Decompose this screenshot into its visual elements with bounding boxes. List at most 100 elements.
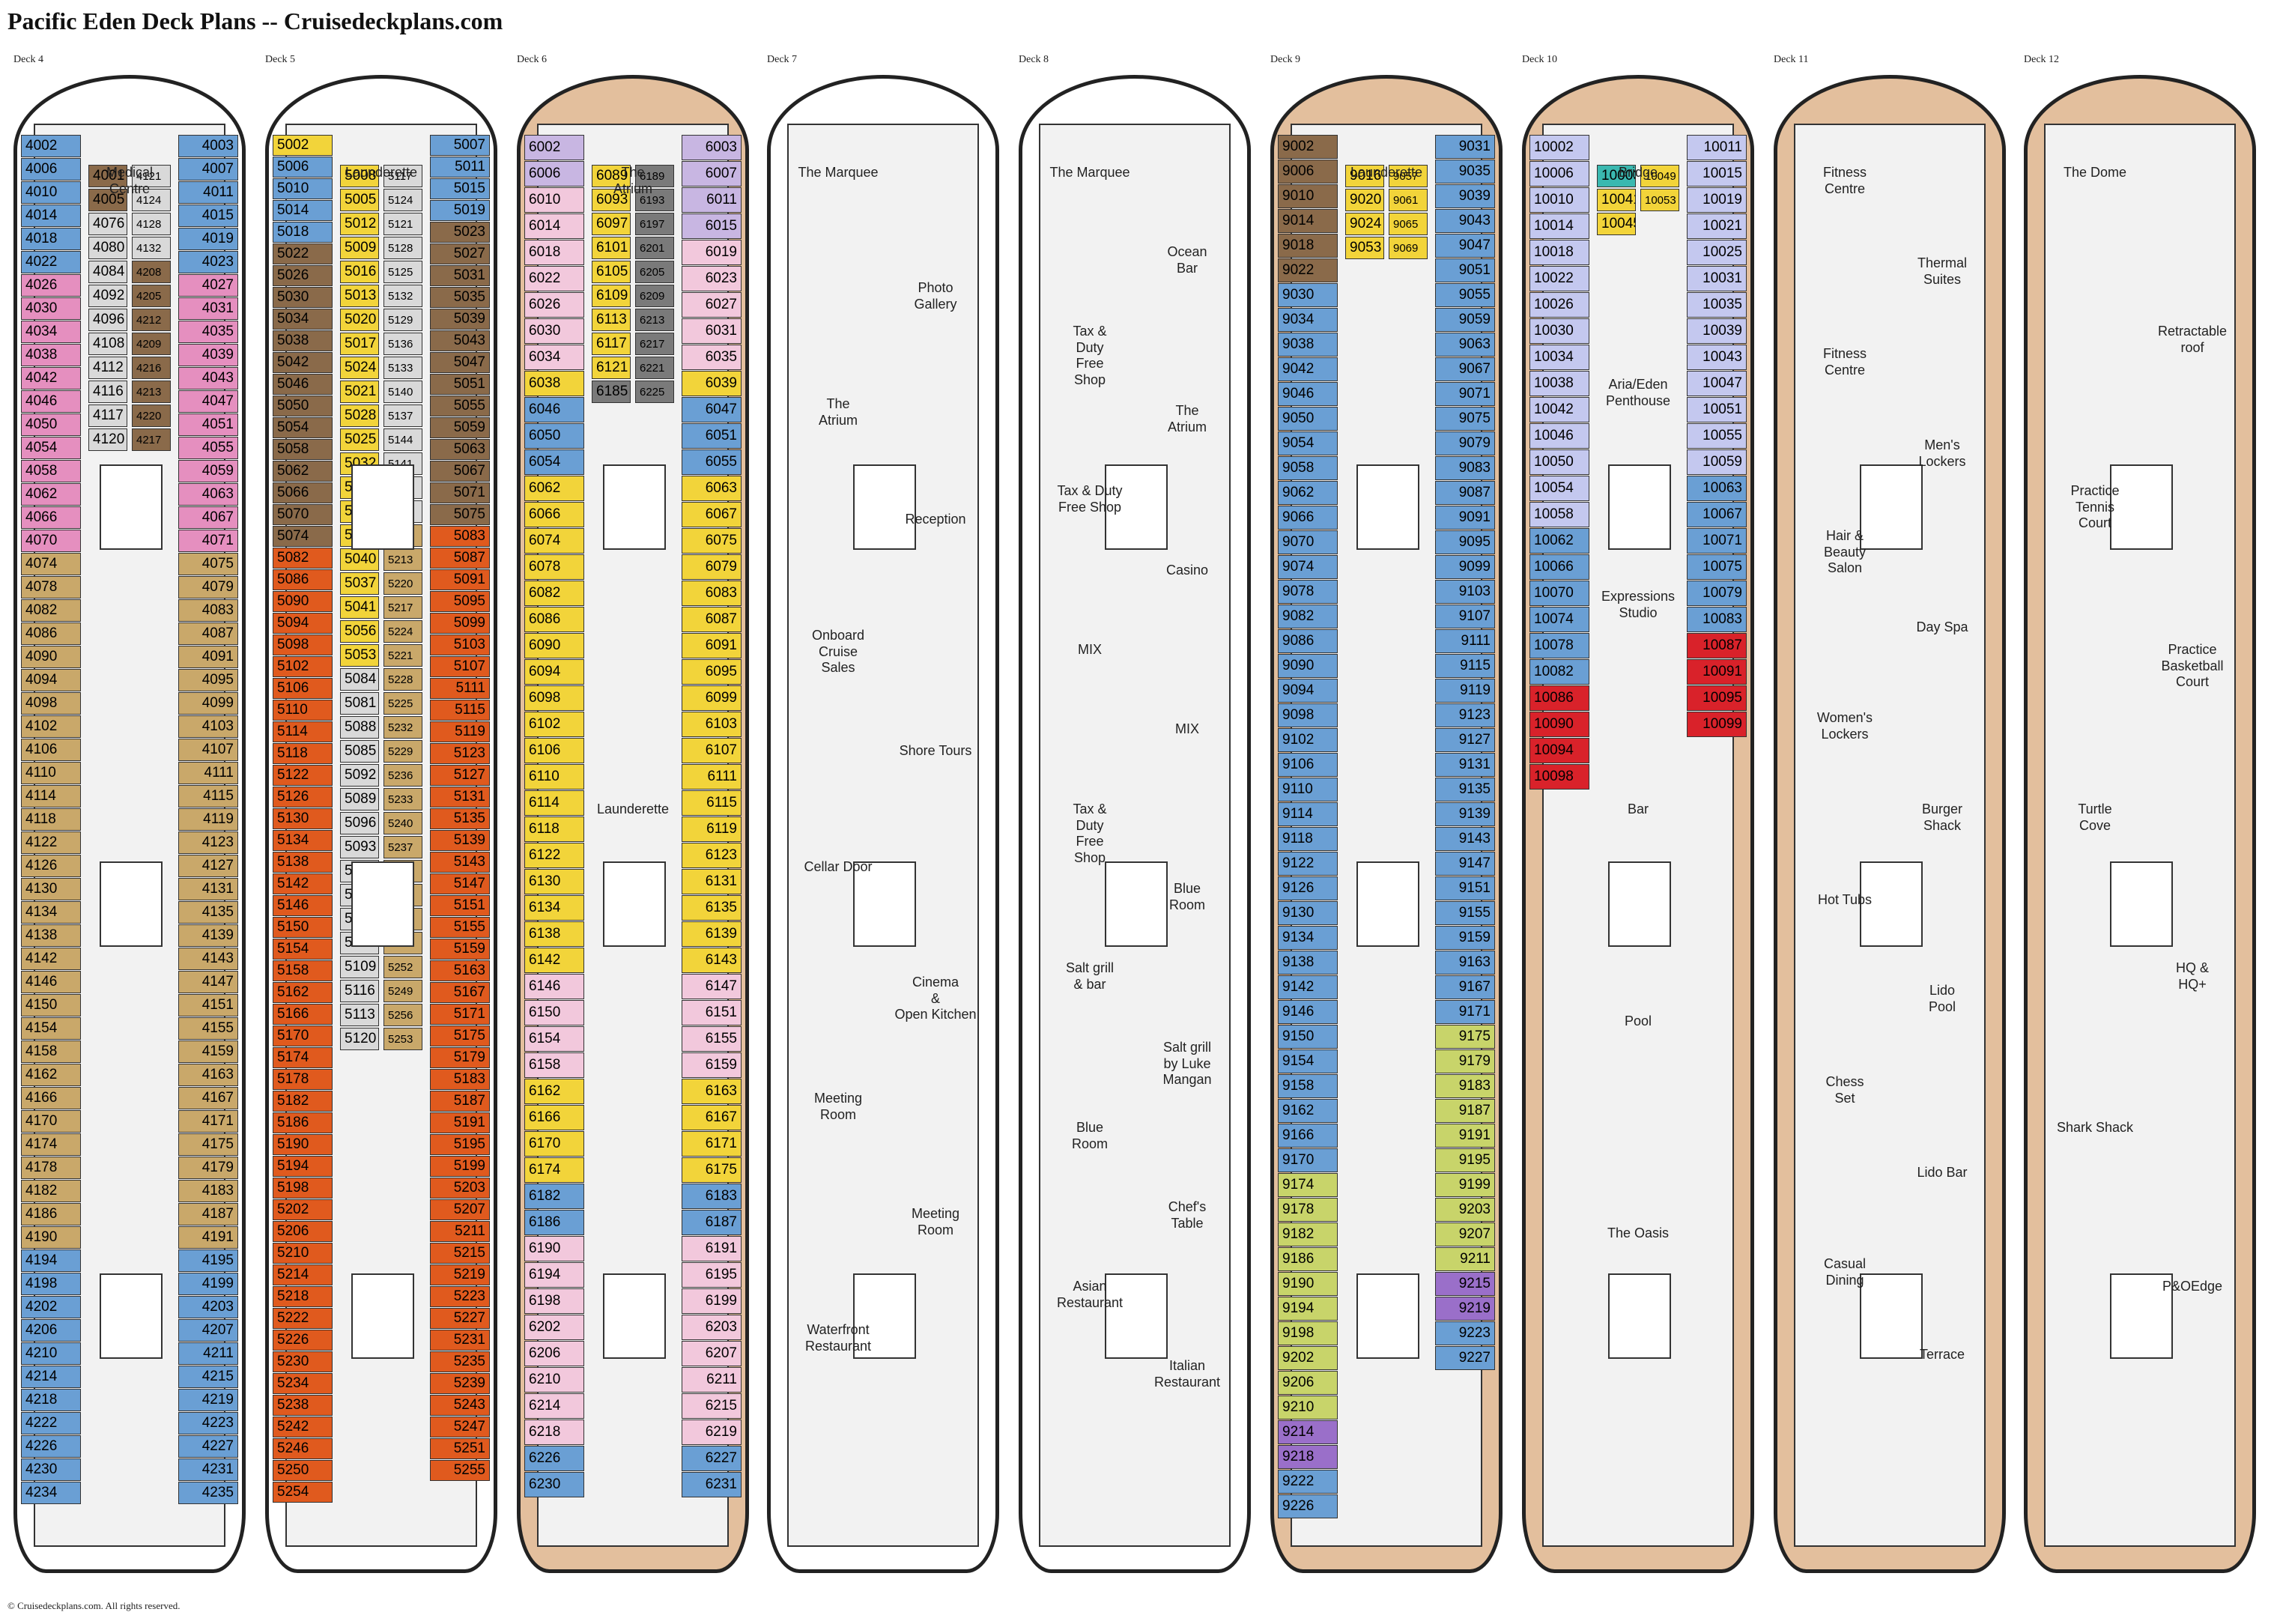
cabin[interactable]: 5034 bbox=[273, 309, 333, 330]
cabin[interactable]: 5046 bbox=[273, 374, 333, 395]
cabin[interactable]: 4159 bbox=[178, 1040, 238, 1063]
cabin[interactable]: 10094 bbox=[1529, 738, 1589, 763]
cabin[interactable]: 9082 bbox=[1278, 605, 1338, 628]
cabin[interactable]: 9179 bbox=[1435, 1049, 1495, 1073]
cabin[interactable]: 4179 bbox=[178, 1157, 238, 1179]
cabin[interactable]: 9046 bbox=[1278, 382, 1338, 406]
cabin[interactable]: 5121 bbox=[383, 213, 422, 235]
cabin[interactable]: 4055 bbox=[178, 437, 238, 459]
cabin[interactable]: 5062 bbox=[273, 461, 333, 482]
cabin[interactable]: 5240 bbox=[383, 812, 422, 834]
cabin[interactable]: 6102 bbox=[524, 712, 584, 737]
cabin[interactable]: 4195 bbox=[178, 1249, 238, 1272]
cabin[interactable]: 9126 bbox=[1278, 876, 1338, 900]
cabin[interactable]: 9062 bbox=[1278, 481, 1338, 505]
cabin[interactable]: 10054 bbox=[1529, 476, 1589, 501]
cabin[interactable]: 6158 bbox=[524, 1052, 584, 1078]
cabin[interactable]: 4086 bbox=[21, 622, 81, 645]
cabin[interactable]: 6197 bbox=[635, 213, 674, 235]
cabin[interactable]: 5256 bbox=[383, 1004, 422, 1026]
cabin[interactable]: 9043 bbox=[1435, 209, 1495, 233]
cabin[interactable]: 6166 bbox=[524, 1105, 584, 1130]
cabin[interactable]: 6195 bbox=[682, 1262, 742, 1288]
cabin[interactable]: 5252 bbox=[383, 956, 422, 978]
cabin[interactable]: 9142 bbox=[1278, 975, 1338, 999]
cabin[interactable]: 4162 bbox=[21, 1064, 81, 1086]
cabin[interactable]: 10098 bbox=[1529, 764, 1589, 790]
cabin[interactable]: 9098 bbox=[1278, 703, 1338, 727]
cabin[interactable]: 9103 bbox=[1435, 580, 1495, 604]
cabin[interactable]: 5243 bbox=[430, 1395, 490, 1416]
cabin[interactable]: 6187 bbox=[682, 1210, 742, 1235]
cabin[interactable]: 10003 bbox=[1597, 165, 1636, 187]
cabin[interactable]: 6038 bbox=[524, 371, 584, 396]
cabin[interactable]: 5134 bbox=[273, 830, 333, 851]
cabin[interactable]: 5222 bbox=[273, 1308, 333, 1329]
cabin[interactable]: 5229 bbox=[383, 740, 422, 763]
cabin[interactable]: 6167 bbox=[682, 1105, 742, 1130]
cabin[interactable]: 6047 bbox=[682, 397, 742, 422]
cabin[interactable]: 9187 bbox=[1435, 1099, 1495, 1123]
cabin[interactable]: 6083 bbox=[682, 581, 742, 606]
cabin[interactable]: 9154 bbox=[1278, 1049, 1338, 1073]
cabin[interactable]: 5054 bbox=[273, 417, 333, 438]
cabin[interactable]: 4119 bbox=[178, 808, 238, 831]
cabin[interactable]: 6134 bbox=[524, 895, 584, 921]
cabin[interactable]: 5110 bbox=[273, 700, 333, 721]
cabin[interactable]: 9170 bbox=[1278, 1148, 1338, 1172]
cabin[interactable]: 4166 bbox=[21, 1087, 81, 1109]
cabin[interactable]: 6094 bbox=[524, 659, 584, 685]
cabin[interactable]: 6067 bbox=[682, 502, 742, 527]
cabin[interactable]: 4046 bbox=[21, 390, 81, 413]
cabin[interactable]: 5232 bbox=[383, 716, 422, 739]
cabin[interactable]: 5230 bbox=[273, 1351, 333, 1372]
cabin[interactable]: 10019 bbox=[1687, 187, 1747, 213]
cabin[interactable]: 10045 bbox=[1597, 213, 1636, 235]
cabin[interactable]: 4163 bbox=[178, 1064, 238, 1086]
cabin[interactable]: 5136 bbox=[383, 333, 422, 355]
cabin[interactable]: 9122 bbox=[1278, 852, 1338, 876]
cabin[interactable]: 4027 bbox=[178, 274, 238, 297]
cabin[interactable]: 4034 bbox=[21, 321, 81, 343]
cabin[interactable]: 5238 bbox=[273, 1395, 333, 1416]
cabin[interactable]: 5092 bbox=[340, 764, 379, 787]
cabin[interactable]: 4003 bbox=[178, 135, 238, 157]
cabin[interactable]: 4114 bbox=[21, 785, 81, 808]
cabin[interactable]: 4126 bbox=[21, 855, 81, 877]
cabin[interactable]: 9095 bbox=[1435, 530, 1495, 554]
cabin[interactable]: 5254 bbox=[273, 1482, 333, 1503]
cabin[interactable]: 9171 bbox=[1435, 1000, 1495, 1024]
cabin[interactable]: 4130 bbox=[21, 878, 81, 900]
cabin[interactable]: 4127 bbox=[178, 855, 238, 877]
cabin[interactable]: 4087 bbox=[178, 622, 238, 645]
cabin[interactable]: 5224 bbox=[383, 620, 422, 643]
cabin[interactable]: 4043 bbox=[178, 367, 238, 390]
cabin[interactable]: 4205 bbox=[132, 285, 171, 307]
cabin[interactable]: 6113 bbox=[592, 309, 631, 331]
cabin[interactable]: 5019 bbox=[430, 200, 490, 221]
cabin[interactable]: 5018 bbox=[273, 222, 333, 243]
cabin[interactable]: 10067 bbox=[1687, 502, 1747, 527]
cabin[interactable]: 9055 bbox=[1435, 283, 1495, 307]
cabin[interactable]: 10063 bbox=[1687, 476, 1747, 501]
cabin[interactable]: 5021 bbox=[340, 381, 379, 403]
cabin[interactable]: 5207 bbox=[430, 1199, 490, 1220]
cabin[interactable]: 9020 bbox=[1345, 189, 1384, 211]
cabin[interactable]: 5186 bbox=[273, 1112, 333, 1133]
cabin[interactable]: 9175 bbox=[1435, 1025, 1495, 1049]
cabin[interactable]: 6078 bbox=[524, 554, 584, 580]
cabin[interactable]: 6146 bbox=[524, 974, 584, 999]
cabin[interactable]: 9091 bbox=[1435, 506, 1495, 530]
cabin[interactable]: 4175 bbox=[178, 1133, 238, 1156]
cabin[interactable]: 9123 bbox=[1435, 703, 1495, 727]
cabin[interactable]: 9106 bbox=[1278, 753, 1338, 777]
cabin[interactable]: 5123 bbox=[430, 743, 490, 764]
cabin[interactable]: 5094 bbox=[273, 613, 333, 634]
cabin[interactable]: 4051 bbox=[178, 413, 238, 436]
cabin[interactable]: 9102 bbox=[1278, 728, 1338, 752]
cabin[interactable]: 6162 bbox=[524, 1079, 584, 1104]
cabin[interactable]: 5114 bbox=[273, 721, 333, 742]
cabin[interactable]: 4135 bbox=[178, 901, 238, 924]
cabin[interactable]: 10099 bbox=[1687, 712, 1747, 737]
cabin[interactable]: 6217 bbox=[635, 333, 674, 355]
